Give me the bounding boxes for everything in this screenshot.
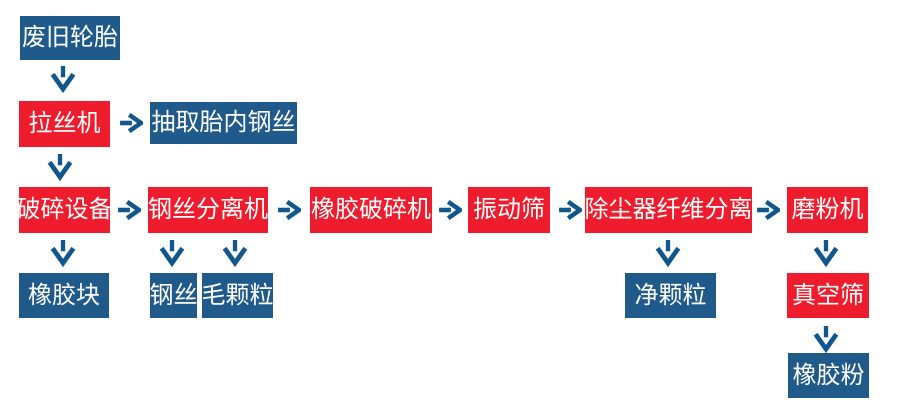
arrow-right-icon xyxy=(438,200,462,220)
arrow-down-icon xyxy=(813,238,839,268)
node-rubber-crusher: 橡胶破碎机 xyxy=(310,187,432,233)
arrow-down-icon xyxy=(50,238,76,268)
arrow-right-icon xyxy=(756,200,780,220)
node-steel-wire-separator: 钢丝分离机 xyxy=(148,187,268,233)
arrow-down-icon xyxy=(47,152,73,182)
node-waste-tires: 废旧轮胎 xyxy=(20,16,120,60)
node-rubber-powder: 橡胶粉 xyxy=(788,353,869,398)
node-vibrating-screen: 振动筛 xyxy=(468,187,550,233)
arrow-right-icon xyxy=(277,200,301,220)
node-grinding-mill: 磨粉机 xyxy=(787,187,868,233)
node-extract-inner-steel-wire: 抽取胎内钢丝 xyxy=(150,102,297,144)
node-dust-collector-fiber-separation: 除尘器纤维分离 xyxy=(585,187,753,233)
node-steel-wire: 钢丝 xyxy=(150,273,198,318)
arrow-down-icon xyxy=(813,324,839,354)
arrow-down-icon xyxy=(222,238,248,268)
arrow-right-icon xyxy=(117,200,141,220)
arrow-down-icon xyxy=(50,64,76,94)
arrow-down-icon xyxy=(159,238,185,268)
node-rubber-block: 橡胶块 xyxy=(19,273,109,318)
node-clean-granules: 净颗粒 xyxy=(625,273,716,318)
arrow-right-icon xyxy=(119,113,143,133)
arrow-down-icon xyxy=(655,238,681,268)
node-crushing-equipment: 破碎设备 xyxy=(17,187,113,233)
node-vacuum-screen: 真空筛 xyxy=(787,273,869,318)
node-coarse-granules: 毛颗粒 xyxy=(202,273,274,318)
arrow-right-icon xyxy=(558,200,582,220)
node-wire-drawing-machine: 拉丝机 xyxy=(19,101,110,147)
